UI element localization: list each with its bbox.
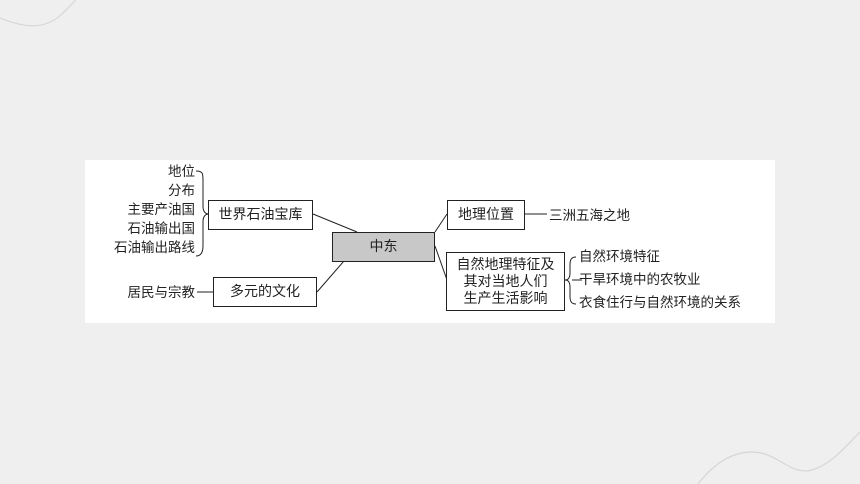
nature-node: 自然地理特征及 其对当地人们 生产生活影响 — [446, 252, 565, 311]
nature-title-line-2: 其对当地人们 — [463, 274, 548, 290]
petroleum-items: 地位 分布 主要产油国 石油输出国 石油输出路线 — [85, 163, 195, 258]
nature-item: 衣食住行与自然环境的关系 — [579, 295, 741, 311]
petroleum-item: 分布 — [168, 183, 195, 199]
nature-item: 干旱环境中的农牧业 — [579, 272, 701, 288]
nature-title-line-1: 自然地理特征及 — [456, 257, 555, 273]
nature-items: 自然环境特征 干旱环境中的农牧业 衣食住行与自然环境的关系 — [579, 246, 741, 315]
petroleum-item: 地位 — [168, 164, 195, 180]
nature-title-line-3: 生产生活影响 — [463, 291, 548, 307]
petroleum-item: 石油输出路线 — [114, 240, 195, 256]
center-label: 中东 — [369, 239, 398, 255]
location-title: 地理位置 — [458, 207, 514, 223]
petroleum-item: 主要产油国 — [127, 202, 196, 218]
culture-node: 多元的文化 — [213, 277, 317, 307]
culture-item: 居民与宗教 — [127, 285, 196, 301]
center-node: 中东 — [332, 232, 435, 262]
petroleum-node: 世界石油宝库 — [208, 200, 313, 230]
culture-title: 多元的文化 — [230, 284, 300, 300]
location-item: 三洲五海之地 — [549, 208, 630, 224]
petroleum-title: 世界石油宝库 — [218, 207, 303, 223]
mindmap-panel: 中东 世界石油宝库 多元的文化 地理位置 自然地理特征及 其对当地人们 生产生活… — [85, 160, 775, 323]
nature-item: 自然环境特征 — [579, 249, 660, 265]
petroleum-item: 石油输出国 — [127, 221, 196, 237]
location-node: 地理位置 — [447, 200, 525, 230]
